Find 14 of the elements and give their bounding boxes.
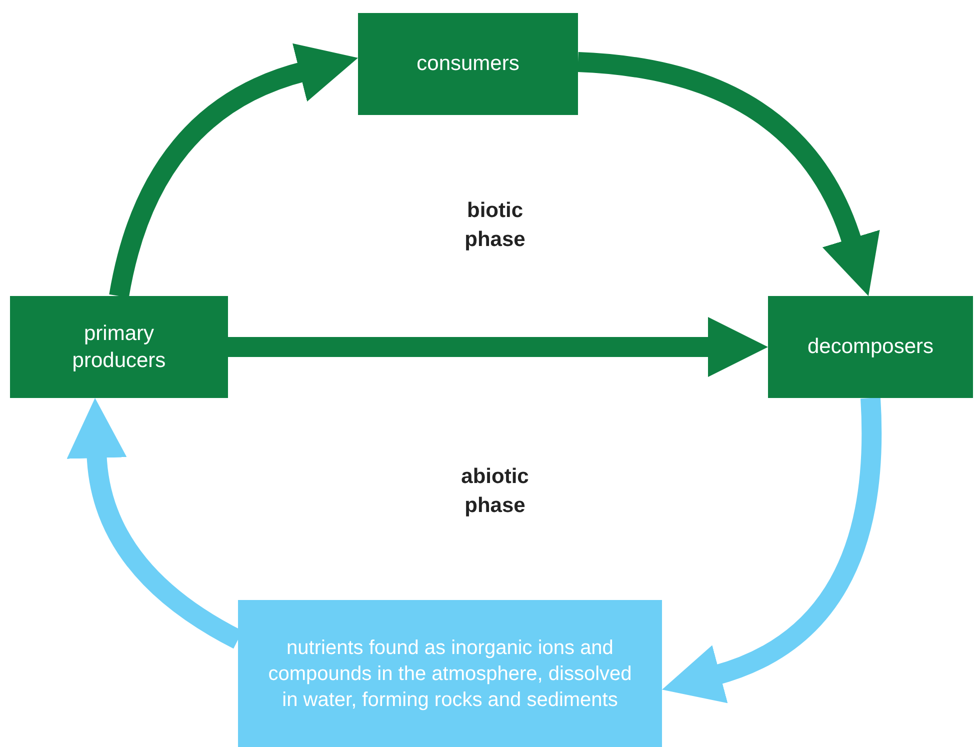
node-label: decomposers	[807, 334, 934, 360]
arrow	[109, 44, 358, 298]
node-label: consumers	[416, 51, 520, 78]
phase-label: abiotic phase	[460, 464, 530, 520]
decomposers-box	[768, 296, 973, 398]
arrow	[577, 52, 880, 296]
arrow	[662, 398, 882, 702]
phase-label: biotic phase	[464, 198, 526, 254]
arrow	[228, 317, 768, 377]
node-label: nutrients found as inorganic ions and compounds in the atmosphere, dissolved in water, forming rocks and sediments	[267, 636, 633, 712]
nutrients-box	[238, 600, 662, 747]
node-label: primary producers	[71, 320, 167, 374]
consumers-box	[358, 13, 578, 115]
producers-box	[10, 296, 228, 398]
